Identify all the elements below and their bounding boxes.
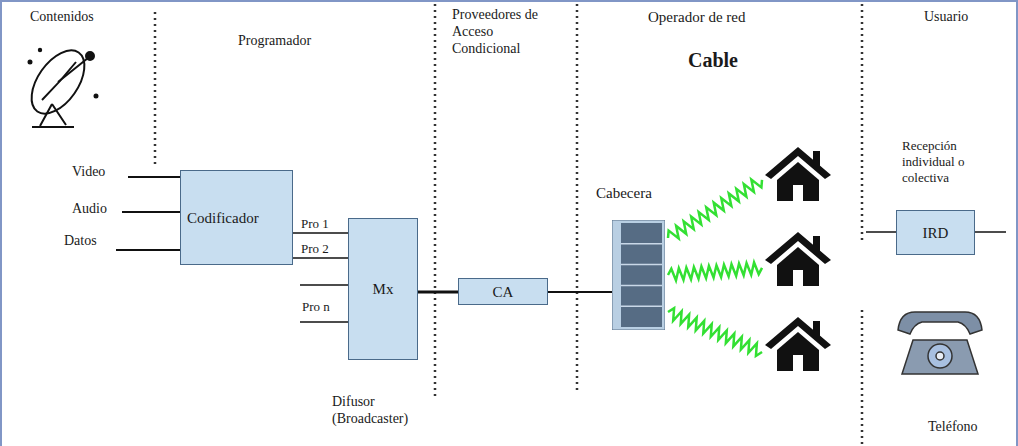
connector-line [548,291,612,293]
connector-line [293,257,348,259]
column-header: Programador [238,32,311,49]
houses [765,147,831,371]
section-separators [155,4,862,446]
server-stack [612,220,665,330]
node-label: Codificador [187,209,259,227]
telephone [898,312,982,374]
node-label: CA [493,283,514,301]
column-header: Proveedores de Acceso Condicional [452,6,542,57]
satellite-dish [21,41,98,127]
broadcaster-label: Difusor (Broadcaster) [332,393,432,427]
node-label: IRD [923,224,949,242]
device-label: Teléfono [928,418,978,435]
multiplexer-box: Mx [348,218,418,360]
node-heading: Cabecera [596,184,652,202]
node-label: Mx [373,280,394,298]
program-label: Pro n [302,299,330,315]
program-stub-lines [300,285,348,322]
program-label: Pro 2 [300,241,330,257]
connector-line [293,232,348,234]
column-header: Operador de red [648,8,745,26]
input-label: Datos [64,232,97,249]
column-header: Usuario [924,8,968,25]
headend-stack: Cabecera [612,220,665,330]
input-label: Video [72,163,105,180]
input-lines [116,177,180,250]
conditional-access-box: CA [458,278,548,305]
network-type: Cable [688,48,738,72]
input-label: Audio [72,200,107,217]
column-header: Contenidos [30,8,94,25]
program-label: Pro 1 [300,216,330,232]
cable-links [665,175,765,358]
encoder-box: Codificador [180,170,293,265]
connector-line [418,291,458,294]
ird-box: IRD [896,210,975,255]
reception-note: Recepción individual o colectiva [902,138,977,186]
